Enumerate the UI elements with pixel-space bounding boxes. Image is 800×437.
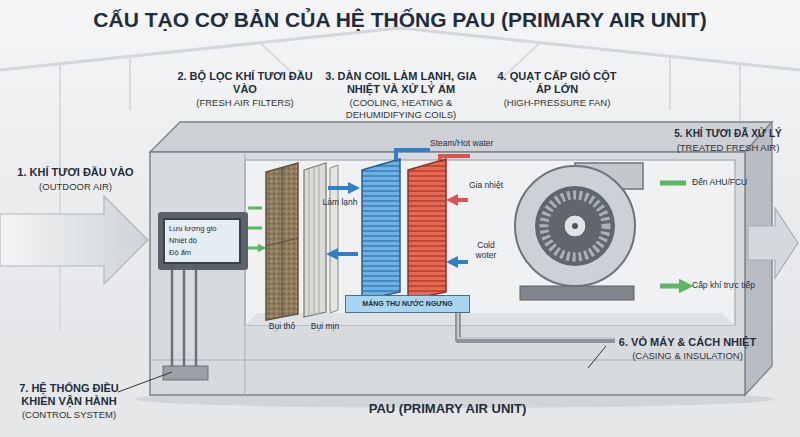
callout-title: 4. QUẠT CẤP GIÓ CỘT ÁP LỚN <box>497 70 617 96</box>
part-label: Làm lạnh <box>322 197 358 207</box>
callout-title: 2. BỘ LỌC KHÍ TƯƠI ĐẦU VÀO <box>175 70 315 96</box>
screen-reading: Nhiệt độ <box>169 235 235 247</box>
fan-base <box>520 286 634 300</box>
cold-water-arrow <box>452 260 468 264</box>
leader-line <box>588 346 606 368</box>
callout-title: 1. KHÍ TƯƠI ĐẦU VÀO <box>3 166 148 179</box>
tray-label: MÁNG THU NƯỚC NGƯNG <box>346 296 469 312</box>
outlet-air-arrow <box>748 208 798 278</box>
part-label: Steam/Hot water <box>430 138 525 148</box>
callout-title: 3. DÀN COIL LÀM LẠNH, GIA NHIỆT VÀ XỬ LÝ… <box>315 70 487 96</box>
callout-subtitle: (HIGH-PRESSURE FAN) <box>487 97 627 109</box>
fine-filter <box>304 163 326 317</box>
chilled-water-pipe <box>396 150 430 160</box>
filter-pleat <box>309 166 319 316</box>
drain-pipe-highlight <box>458 313 615 338</box>
callout-title: 7. HỆ THỐNG ĐIỀU KHIỂN VẬN HÀNH <box>3 382 135 408</box>
unit-caption: PAU (PRIMARY AIR UNIT) <box>150 401 745 416</box>
part-label: Cold woter <box>466 240 506 260</box>
part-label: Gia nhiệt <box>466 180 506 190</box>
callout-subtitle: (CONTROL SYSTEM) <box>3 409 135 421</box>
control-screen: Lưu lượng gióNhiệt độĐộ ẩm <box>163 218 241 264</box>
callout-subtitle: (FRESH AIR FILTERS) <box>175 97 315 109</box>
sensor-signal-arrow <box>248 208 262 248</box>
part-label: Đến AHU/FCU <box>692 177 798 188</box>
casing-cutaway <box>245 160 735 325</box>
drain-pipe <box>458 313 615 340</box>
callout-title: 6. VỎ MÁY & CÁCH NHIỆT <box>600 336 775 349</box>
hot-water-pipe <box>440 156 470 160</box>
inlet-air-arrow <box>0 196 148 284</box>
fan-housing <box>515 166 635 286</box>
supply-air-arrow <box>660 183 686 286</box>
pau-casing: PAU (PRIMARY AIR UNIT)Lưu lượng gióNhiệt… <box>150 152 745 395</box>
callout-subtitle: (CASING & INSULATION) <box>600 350 775 362</box>
filter-frame <box>266 168 298 317</box>
air-flow-arrow <box>328 186 354 190</box>
control-conduit <box>172 270 196 370</box>
fan-impeller <box>544 195 606 257</box>
coarse-filter <box>266 163 298 320</box>
cooling-coil <box>362 159 400 300</box>
part-label: Bụi mịn <box>300 321 350 331</box>
fan-shaft <box>572 223 578 229</box>
callout-subtitle: (OUTDOOR AIR) <box>3 181 148 193</box>
screen-reading: Lưu lượng gió <box>169 223 235 235</box>
leader-line <box>118 372 172 392</box>
hot-water-arrow <box>452 198 468 202</box>
roof-beam <box>0 28 800 70</box>
control-panel-housing <box>158 212 248 270</box>
callout-subtitle: (COOLING, HEATING & DEHUMIDIFYING COILS) <box>315 97 487 120</box>
condensate-tray: MÁNG THU NƯỚC NGƯNG <box>345 295 470 313</box>
heating-coil <box>408 159 446 300</box>
air-flow-arrow <box>332 252 358 256</box>
fan-inlet <box>535 186 615 266</box>
callout-subtitle: (TREATED FRESH AIR) <box>656 142 800 154</box>
part-label: Bụi thô <box>257 321 307 331</box>
fan-hub <box>564 215 586 237</box>
diagram-title: CẤU TẠO CƠ BẢN CỦA HỆ THỐNG PAU (PRIMARY… <box>0 8 800 32</box>
screen-reading: Độ ẩm <box>169 247 235 259</box>
part-label: Cấp khí trực tiếp <box>692 280 798 291</box>
callout-title: 5. KHÍ TƯƠI ĐÃ XỬ LÝ <box>656 128 800 140</box>
